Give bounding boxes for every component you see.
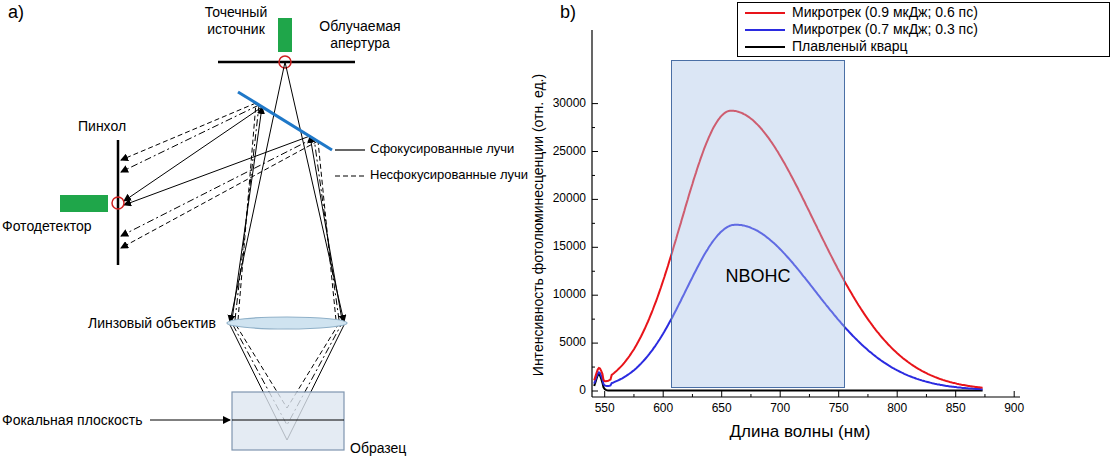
tick <box>592 319 595 320</box>
tick <box>663 391 664 397</box>
y-axis <box>591 30 592 397</box>
panel-letter: b) <box>560 2 576 24</box>
legend-sample <box>335 149 365 150</box>
leader-arrow <box>150 420 230 421</box>
legend-sample <box>335 175 365 176</box>
band-label: NBOHC <box>672 266 843 287</box>
tick <box>592 367 595 368</box>
tick <box>592 103 598 104</box>
legend-sample <box>745 12 785 14</box>
tick <box>926 394 927 397</box>
tick-label: 550 <box>595 401 615 415</box>
tick-label: 30000 <box>553 96 586 110</box>
tick <box>592 271 595 272</box>
tick-label: 800 <box>887 401 907 415</box>
part-label: Точечный источник <box>200 4 272 38</box>
aperture-screen <box>218 61 355 64</box>
sample <box>232 392 344 450</box>
focal-plane <box>232 420 344 421</box>
tick <box>1014 391 1015 397</box>
beam-splitter <box>238 92 332 150</box>
tick <box>592 223 595 224</box>
part-label: Облучаемая апертура <box>312 18 408 52</box>
tick <box>592 391 598 392</box>
legend-sample <box>745 29 785 31</box>
legend-text: Микротрек (0.9 мкДж; 0.6 пс) <box>792 4 978 21</box>
part-label: Образец <box>350 440 406 457</box>
tick-label: 600 <box>653 401 673 415</box>
tick-label: 850 <box>946 401 966 415</box>
tick-label: 5000 <box>559 335 586 349</box>
tick <box>592 247 598 248</box>
objective-lens <box>227 317 347 329</box>
part-label: Линзовый объектив <box>88 315 216 332</box>
tick <box>592 151 598 152</box>
part-label: Фотодетектор <box>2 218 92 235</box>
tick-label: 10000 <box>553 287 586 301</box>
tick <box>867 394 868 397</box>
photodetector <box>60 195 108 212</box>
spectral-band: NBOHC <box>671 60 844 388</box>
legend-text: Сфокусированные лучи <box>370 141 514 157</box>
pinhole-screen <box>117 140 120 265</box>
tick <box>592 199 598 200</box>
tick <box>897 391 898 397</box>
part-label: Фокальная плоскость <box>2 412 143 429</box>
tick <box>592 295 598 296</box>
legend-text: Микротрек (0.7 мкДж; 0.3 пс) <box>792 21 978 38</box>
legend-frame <box>738 3 1110 57</box>
legend-text: Несфокусированные лучи <box>370 167 528 183</box>
tick-label: 0 <box>579 383 586 397</box>
tick <box>633 394 634 397</box>
tick-label: 750 <box>829 401 849 415</box>
legend-text: Плавленый кварц <box>792 38 908 55</box>
light-source <box>278 18 292 52</box>
tick-label: 700 <box>770 401 790 415</box>
pinhole <box>112 197 124 209</box>
tick <box>809 394 810 397</box>
tick <box>592 127 595 128</box>
tick <box>604 391 605 397</box>
tick <box>955 391 956 397</box>
rays <box>121 62 344 440</box>
axis-title: Интенсивность фотолюминесценции (отн. ед… <box>530 74 547 376</box>
part-label: Пинхол <box>78 118 126 135</box>
tick-label: 900 <box>1004 401 1024 415</box>
axis-title: Длина волны (нм) <box>729 422 870 442</box>
tick <box>984 394 985 397</box>
tick <box>592 343 598 344</box>
tick <box>721 391 722 397</box>
panel-letter: a) <box>8 2 24 24</box>
legend-sample <box>745 46 785 48</box>
tick <box>592 175 595 176</box>
tick <box>838 391 839 397</box>
tick-label: 20000 <box>553 191 586 205</box>
tick-label: 25000 <box>553 144 586 158</box>
tick-label: 15000 <box>553 239 586 253</box>
tick <box>750 394 751 397</box>
tick-label: 650 <box>712 401 732 415</box>
tick <box>780 391 781 397</box>
tick <box>692 394 693 397</box>
